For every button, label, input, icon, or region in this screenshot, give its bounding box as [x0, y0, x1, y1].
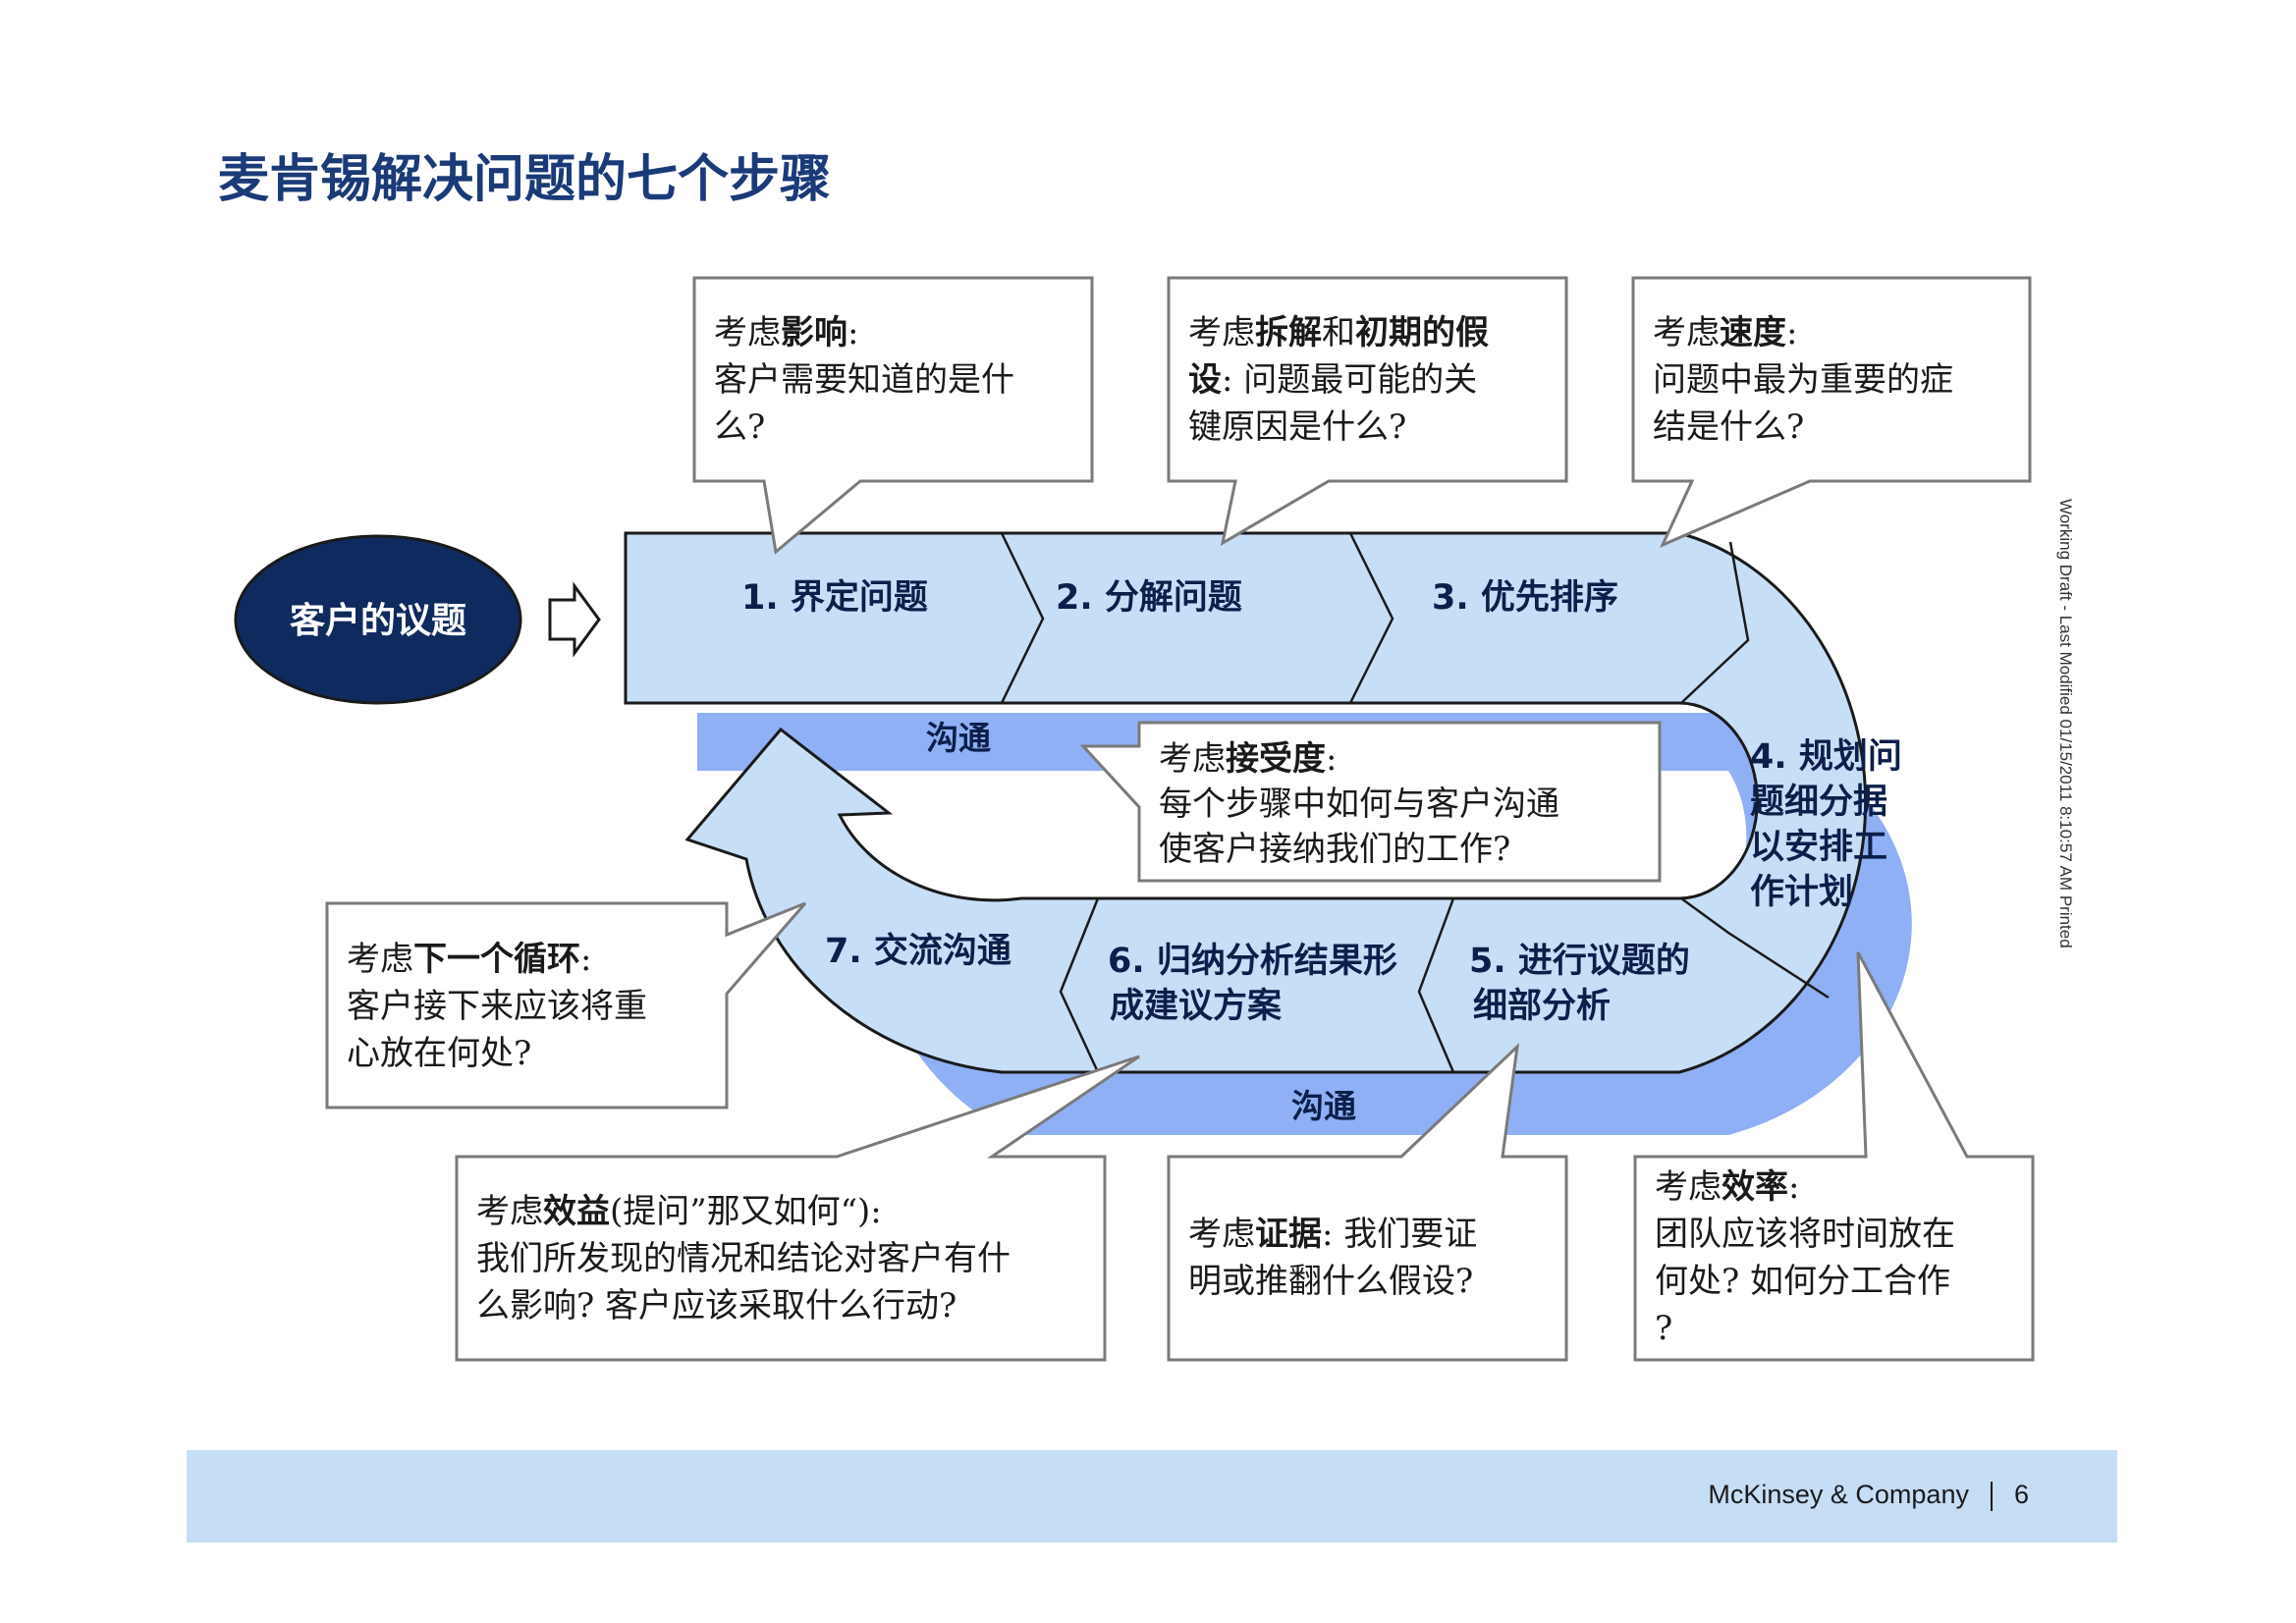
client-issue-label: 客户的议题	[290, 601, 466, 641]
callout-speed-line-1: 考虑速度:	[1653, 313, 1797, 352]
callout-decompose-line-1: 考虑拆解和初期的假	[1188, 313, 1489, 352]
callout-benefit-line-2: 我们所发现的情况和结论对客户有什	[476, 1239, 1011, 1278]
divider-1-2	[1000, 532, 1045, 704]
step-5-label-line-1: 5. 进行议题的	[1469, 942, 1690, 981]
communication-label-bottom: 沟通	[1291, 1087, 1356, 1125]
footer-bar: McKinsey & Company 6	[187, 1450, 2117, 1542]
callout-efficiency-line-2: 团队应该将时间放在	[1655, 1215, 1955, 1254]
callout-benefit-line-3: 么影响? 客户应该采取什么行动?	[476, 1286, 957, 1325]
step-5-label-line-2: 细部分析	[1473, 987, 1611, 1026]
step-2-label: 2. 分解问题	[1056, 578, 1242, 618]
step-4-label-line-4: 作计划	[1750, 873, 1853, 912]
callout-efficiency-box	[1633, 951, 2035, 1362]
divider-3-4	[1680, 541, 1750, 704]
step-6-label-line-2: 成建议方案	[1110, 987, 1283, 1026]
top-band	[624, 531, 1868, 1074]
divider-6-7	[1059, 897, 1100, 1073]
callout-speed-box	[1631, 276, 2032, 548]
communication-label-top: 沟通	[926, 719, 991, 757]
step-4-label-line-1: 4. 规划问	[1750, 737, 1902, 777]
callout-acceptance-line-2: 每个步骤中如何与客户沟通	[1159, 784, 1559, 824]
client-issue-ellipse	[234, 534, 522, 705]
step-4-label-line-3: 以安排工	[1750, 828, 1887, 867]
divider-4-5	[1680, 896, 1830, 1000]
callout-acceptance-line-3: 使客户接纳我们的工作?	[1159, 830, 1510, 869]
callout-benefit-box	[455, 1055, 1140, 1362]
callout-decompose-box	[1167, 276, 1568, 546]
callout-evidence-box	[1167, 1042, 1568, 1362]
callout-evidence-line-1: 考虑证据: 我们要证	[1188, 1215, 1477, 1254]
callout-acceptance-box	[1079, 721, 1662, 883]
callout-benefit-line-1: 考虑效益(提问”那又如何“):	[476, 1192, 882, 1231]
callout-impact-line-2: 客户需要知道的是什	[714, 360, 1014, 400]
step-7-label: 7. 交流沟通	[825, 931, 1011, 971]
divider-5-6	[1417, 897, 1455, 1073]
callout-next-cycle-box	[325, 901, 807, 1109]
callout-efficiency-line-4: ?	[1655, 1309, 1672, 1348]
page-number: 6	[2013, 1480, 2029, 1509]
footer-text: McKinsey & Company 6	[1708, 1480, 2029, 1511]
callout-impact-line-3: 么?	[714, 407, 765, 447]
entry-arrow	[548, 581, 601, 658]
callout-speed-line-3: 结是什么?	[1653, 407, 1804, 447]
callout-decompose-line-3: 键原因是什么?	[1188, 407, 1406, 447]
step-1-label: 1. 界定问题	[741, 578, 928, 618]
callout-efficiency-line-1: 考虑效率:	[1655, 1167, 1799, 1207]
callout-evidence-line-2: 明或推翻什么假设?	[1188, 1262, 1473, 1301]
footer-separator	[1990, 1481, 1993, 1511]
callout-speed-line-2: 问题中最为重要的症	[1653, 360, 1953, 400]
divider-2-3	[1348, 532, 1394, 704]
callout-impact-box	[692, 276, 1094, 555]
callout-efficiency-line-3: 何处? 如何分工合作	[1655, 1262, 1950, 1301]
step-4-label-line-2: 题细分据	[1750, 783, 1887, 822]
footer-company: McKinsey & Company	[1708, 1480, 1969, 1509]
callout-impact-line-1: 考虑影响:	[714, 313, 858, 352]
step-6-label-line-1: 6. 归纳分析结果形	[1108, 942, 1397, 981]
callout-next-cycle-line-2: 客户接下来应该将重	[347, 987, 647, 1026]
callout-decompose-line-2: 设: 问题最可能的关	[1188, 360, 1477, 400]
step-3-label: 3. 优先排序	[1432, 578, 1618, 618]
working-draft-note: Working Draft - Last Modified 01/15/2011…	[2056, 499, 2075, 948]
page-title: 麦肯锡解决问题的七个步骤	[218, 149, 832, 209]
callout-next-cycle-line-3: 心放在何处?	[347, 1034, 531, 1073]
callout-acceptance-line-1: 考虑接受度:	[1159, 739, 1337, 779]
callout-next-cycle-line-1: 考虑下一个循环:	[347, 940, 591, 979]
